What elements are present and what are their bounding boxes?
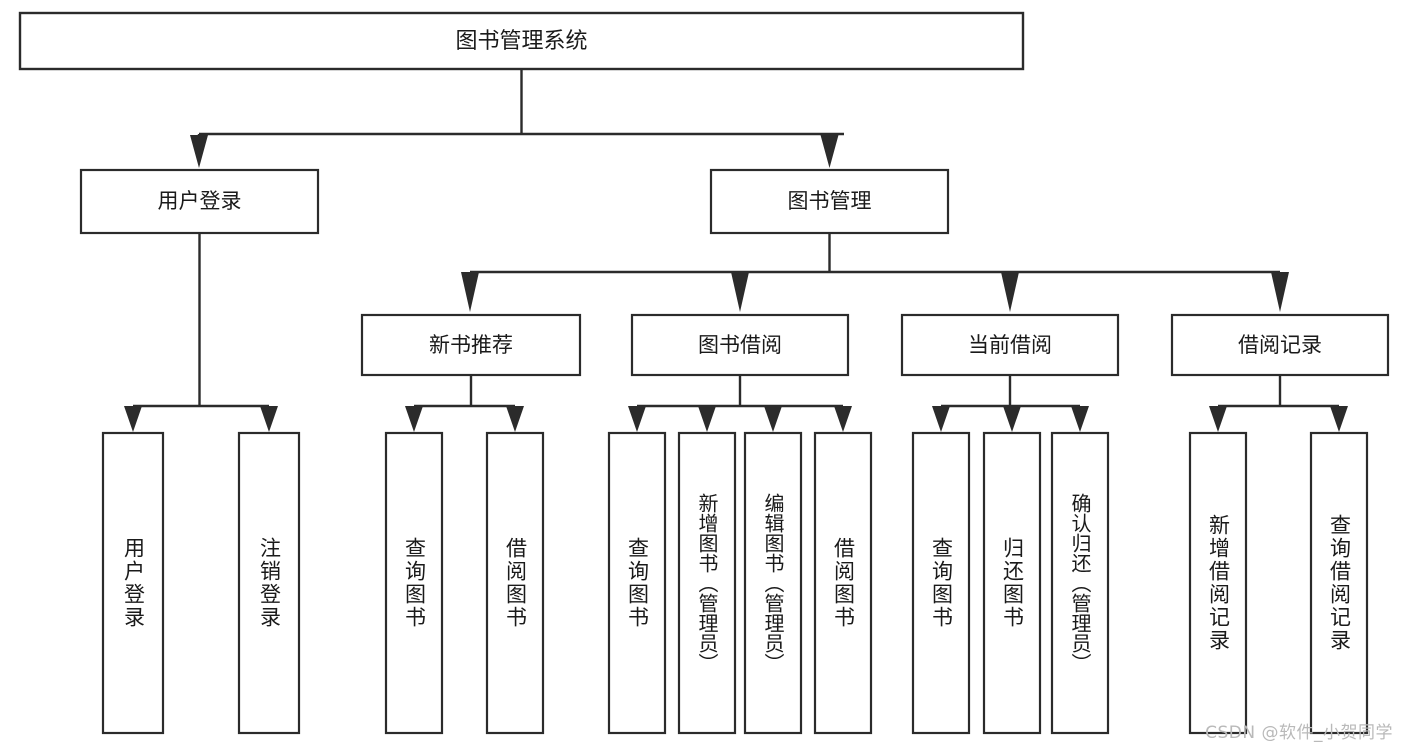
arrow-to-leaf-confirm-return — [1071, 406, 1089, 432]
arrow-to-book-borrow — [731, 272, 749, 312]
arrow-to-leaf-borrow-book-2 — [834, 406, 852, 432]
book-borrow-label: 图书借阅 — [698, 333, 782, 357]
arrow-to-leaf-add-record — [1209, 406, 1227, 432]
arrow-to-leaf-query-record — [1330, 406, 1348, 432]
node-new-book-recommend[interactable]: 新书推荐 — [360, 313, 582, 377]
connector-root-to-level2 — [190, 69, 844, 168]
leaf-box-logout[interactable] — [237, 431, 301, 735]
csdn-watermark: CSDN @软件_小贺同学 — [1205, 723, 1393, 743]
arrow-to-current-borrow — [1001, 272, 1019, 312]
leaf-box-confirm-return[interactable] — [1050, 431, 1110, 735]
node-borrow-record[interactable]: 借阅记录 — [1170, 313, 1390, 377]
root-label: 图书管理系统 — [455, 29, 587, 54]
leaf-box-query-book-3[interactable] — [911, 431, 971, 735]
book-management-label: 图书管理 — [788, 189, 872, 213]
node-root[interactable]: 图书管理系统 — [18, 11, 1025, 71]
leaf-box-edit-book[interactable] — [743, 431, 803, 735]
node-book-borrow[interactable]: 图书借阅 — [630, 313, 850, 377]
connector-borrowrecord-to-leaves — [1209, 375, 1348, 432]
connector-userlogin-to-leaves — [124, 233, 278, 432]
leaf-box-borrow-book-2[interactable] — [813, 431, 873, 735]
leaf-box-add-record[interactable] — [1188, 431, 1248, 735]
new-book-recommend-label: 新书推荐 — [429, 333, 513, 357]
node-book-management[interactable]: 图书管理 — [709, 168, 950, 235]
node-user-login[interactable]: 用户登录 — [79, 168, 320, 235]
user-login-label: 用户登录 — [158, 189, 242, 213]
leaf-box-borrow-book-1[interactable] — [485, 431, 545, 735]
current-borrow-label: 当前借阅 — [968, 333, 1052, 357]
user-login-box[interactable] — [79, 168, 320, 235]
leaf-box-user-login[interactable] — [101, 431, 165, 735]
arrow-to-leaf-borrow-book-1 — [506, 406, 524, 432]
arrow-to-leaf-return-book — [1003, 406, 1021, 432]
connector-currentborrow-to-leaves — [932, 375, 1089, 432]
arrow-to-book-manage — [820, 135, 839, 168]
borrow-record-label: 借阅记录 — [1238, 333, 1322, 357]
leaf-box-query-book-1[interactable] — [384, 431, 444, 735]
root-box[interactable] — [18, 11, 1025, 71]
leaf-boxes — [101, 431, 1369, 735]
arrow-to-user-login — [190, 135, 208, 168]
arrow-to-leaf-logout — [260, 406, 278, 432]
arrow-to-leaf-query-book-2 — [628, 406, 646, 432]
arrow-to-leaf-query-book-1 — [405, 406, 423, 432]
current-borrow-box[interactable] — [900, 313, 1120, 377]
connector-bookmanage-to-level3 — [461, 233, 1289, 312]
arrow-to-new-book-rec — [461, 272, 479, 312]
leaf-box-query-record[interactable] — [1309, 431, 1369, 735]
leaf-box-add-book[interactable] — [677, 431, 737, 735]
arrow-to-leaf-query-book-3 — [932, 406, 950, 432]
arrow-to-leaf-edit-book — [764, 406, 782, 432]
connector-bookborrow-to-leaves — [628, 375, 852, 432]
leaf-box-query-book-2[interactable] — [607, 431, 667, 735]
new-book-recommend-box[interactable] — [360, 313, 582, 377]
arrow-to-leaf-user-login — [124, 406, 142, 432]
leaf-box-return-book[interactable] — [982, 431, 1042, 735]
connector-newbook-to-leaves — [405, 375, 524, 432]
node-current-borrow[interactable]: 当前借阅 — [900, 313, 1120, 377]
arrow-to-borrow-record — [1271, 272, 1289, 312]
arrow-to-leaf-add-book — [698, 406, 716, 432]
